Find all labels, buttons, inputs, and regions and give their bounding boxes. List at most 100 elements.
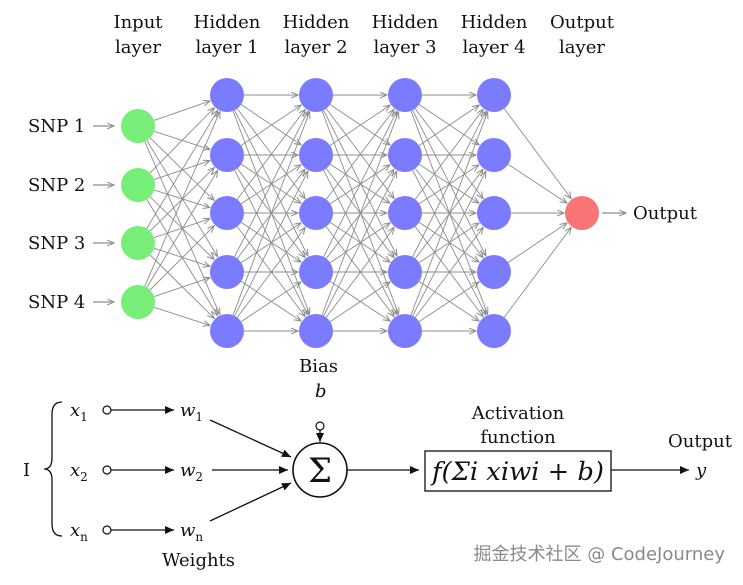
node-layer-3-2 [388, 196, 422, 230]
edge-l2n4-l3n2 [325, 227, 394, 318]
edge-l4n1-l5n0 [507, 164, 567, 203]
activation-label-line2: function [480, 427, 556, 448]
edge-l0n3-l1n0 [144, 112, 220, 287]
node-layer-1-2 [210, 196, 244, 230]
edge-l3n4-l4n2 [414, 227, 483, 318]
w2-symbol: w2 [180, 460, 203, 484]
input-labels: SNP 1 SNP 2 SNP 3 SNP 4 [28, 116, 114, 313]
edge-l4n0-l5n0 [503, 108, 571, 199]
edge-l2n0-l3n2 [325, 108, 394, 199]
edge-l1n4-l2n0 [232, 112, 310, 316]
node-layer-0-3 [121, 285, 155, 319]
node-layer-4-0 [477, 78, 511, 112]
layer-title-0-line-2: layer [115, 37, 161, 58]
edge-l2n3-l3n0 [323, 111, 397, 258]
x1-node [102, 405, 112, 415]
perceptron-diagram: Bias b I x1 w1 x2 w2 xn wn Weights Σ Act… [23, 356, 733, 571]
node-layer-2-4 [299, 314, 333, 348]
layer-title-1-line-1: Hidden [194, 12, 261, 33]
edge-l1n0-l2n1 [240, 104, 301, 145]
wn-to-sum-arrow [209, 482, 292, 522]
edge-l3n0-l4n2 [414, 108, 483, 199]
edge-l2n2-l3n0 [325, 109, 394, 200]
node-layer-1-1 [210, 138, 244, 172]
output-symbol: y [695, 460, 707, 481]
edge-l0n1-l1n0 [149, 108, 214, 174]
node-layer-4-2 [477, 196, 511, 230]
activation-formula: f(Σi xiwi + b) [430, 457, 604, 486]
node-layer-1-4 [210, 314, 244, 348]
layer-title-4-line-1: Hidden [461, 12, 528, 33]
edge-l4n3-l5n0 [507, 223, 567, 263]
layer-title-3-line-2: layer 3 [373, 37, 436, 58]
layer-title-1-line-2: layer 1 [195, 37, 258, 58]
edge-l2n1-l3n0 [329, 105, 390, 146]
sigma-icon: Σ [308, 451, 332, 491]
edge-l0n3-l1n1 [146, 170, 218, 288]
edge-l4n4-l5n0 [503, 227, 571, 318]
edge-l2n4-l3n1 [323, 171, 397, 317]
layer-titles: Input layer Hidden layer 1 Hidden layer 2 Hidd… [113, 12, 614, 58]
node-layer-1-0 [210, 78, 244, 112]
activation-box [424, 450, 612, 492]
edge-l0n0-l1n0 [153, 101, 210, 121]
node-layer-3-0 [388, 78, 422, 112]
edge-l1n4-l2n1 [234, 171, 308, 317]
layer-title-2-line-2: layer 2 [284, 37, 347, 58]
edge-l3n1-l4n0 [418, 105, 479, 146]
xn-symbol: xn [70, 520, 88, 544]
node-layer-2-3 [299, 255, 333, 289]
input-label-snp-1: SNP 1 [28, 116, 85, 137]
layer-title-2-line-1: Hidden [283, 12, 350, 33]
edge-l1n0-l2n2 [236, 108, 305, 199]
weights-label: Weights [162, 550, 235, 571]
edge-l0n2-l1n2 [153, 219, 210, 239]
layer-title-3-line-1: Hidden [372, 12, 439, 33]
layer-title-5-line-2: layer [559, 37, 605, 58]
node-layer-1-3 [210, 255, 244, 289]
input-label-snp-3: SNP 3 [28, 233, 85, 254]
node-layer-0-0 [121, 109, 155, 143]
w1-symbol: w1 [180, 400, 203, 424]
edge-l3n0-l4n1 [418, 104, 479, 145]
node-layer-3-3 [388, 255, 422, 289]
node-layer-4-4 [477, 314, 511, 348]
edge-l3n4-l4n3 [418, 282, 479, 322]
edge-l1n4-l2n3 [240, 282, 301, 322]
edge-l0n3-l1n2 [149, 226, 214, 291]
layer-title-5-line-1: Output [550, 12, 615, 33]
node-layer-4-1 [477, 138, 511, 172]
w1-to-sum-arrow [209, 419, 292, 458]
edge-l2n4-l3n0 [321, 112, 399, 316]
x2-symbol: x2 [70, 460, 88, 484]
perceptron-output-label: Output [668, 431, 733, 452]
node-layer-3-1 [388, 138, 422, 172]
network-edges [144, 95, 572, 331]
node-layer-5-0 [565, 196, 599, 230]
wn-symbol: wn [180, 520, 203, 544]
x2-node [102, 465, 112, 475]
activation-label-line1: Activation [471, 403, 565, 424]
node-layer-2-0 [299, 78, 333, 112]
input-brace [43, 401, 63, 537]
edge-l0n3-l1n3 [153, 278, 210, 298]
x1-symbol: x1 [70, 400, 88, 424]
layer-title-0-line-1: Input [113, 12, 163, 33]
edge-l2n4-l3n3 [329, 282, 390, 322]
network-nodes [121, 78, 599, 348]
bias-symbol: b [315, 381, 327, 402]
edge-l3n4-l4n1 [412, 171, 486, 317]
input-group-label: I [23, 460, 30, 481]
node-layer-3-4 [388, 314, 422, 348]
edge-l0n2-l1n0 [146, 110, 218, 229]
edge-l2n0-l3n1 [329, 104, 390, 145]
node-layer-4-3 [477, 255, 511, 289]
input-label-snp-2: SNP 2 [28, 175, 85, 196]
node-layer-2-2 [299, 196, 333, 230]
edge-l3n4-l4n0 [410, 112, 488, 316]
xn-node [102, 525, 112, 535]
node-layer-2-1 [299, 138, 333, 172]
network-output-label: Output [633, 203, 698, 224]
edge-l3n3-l4n0 [412, 111, 486, 258]
